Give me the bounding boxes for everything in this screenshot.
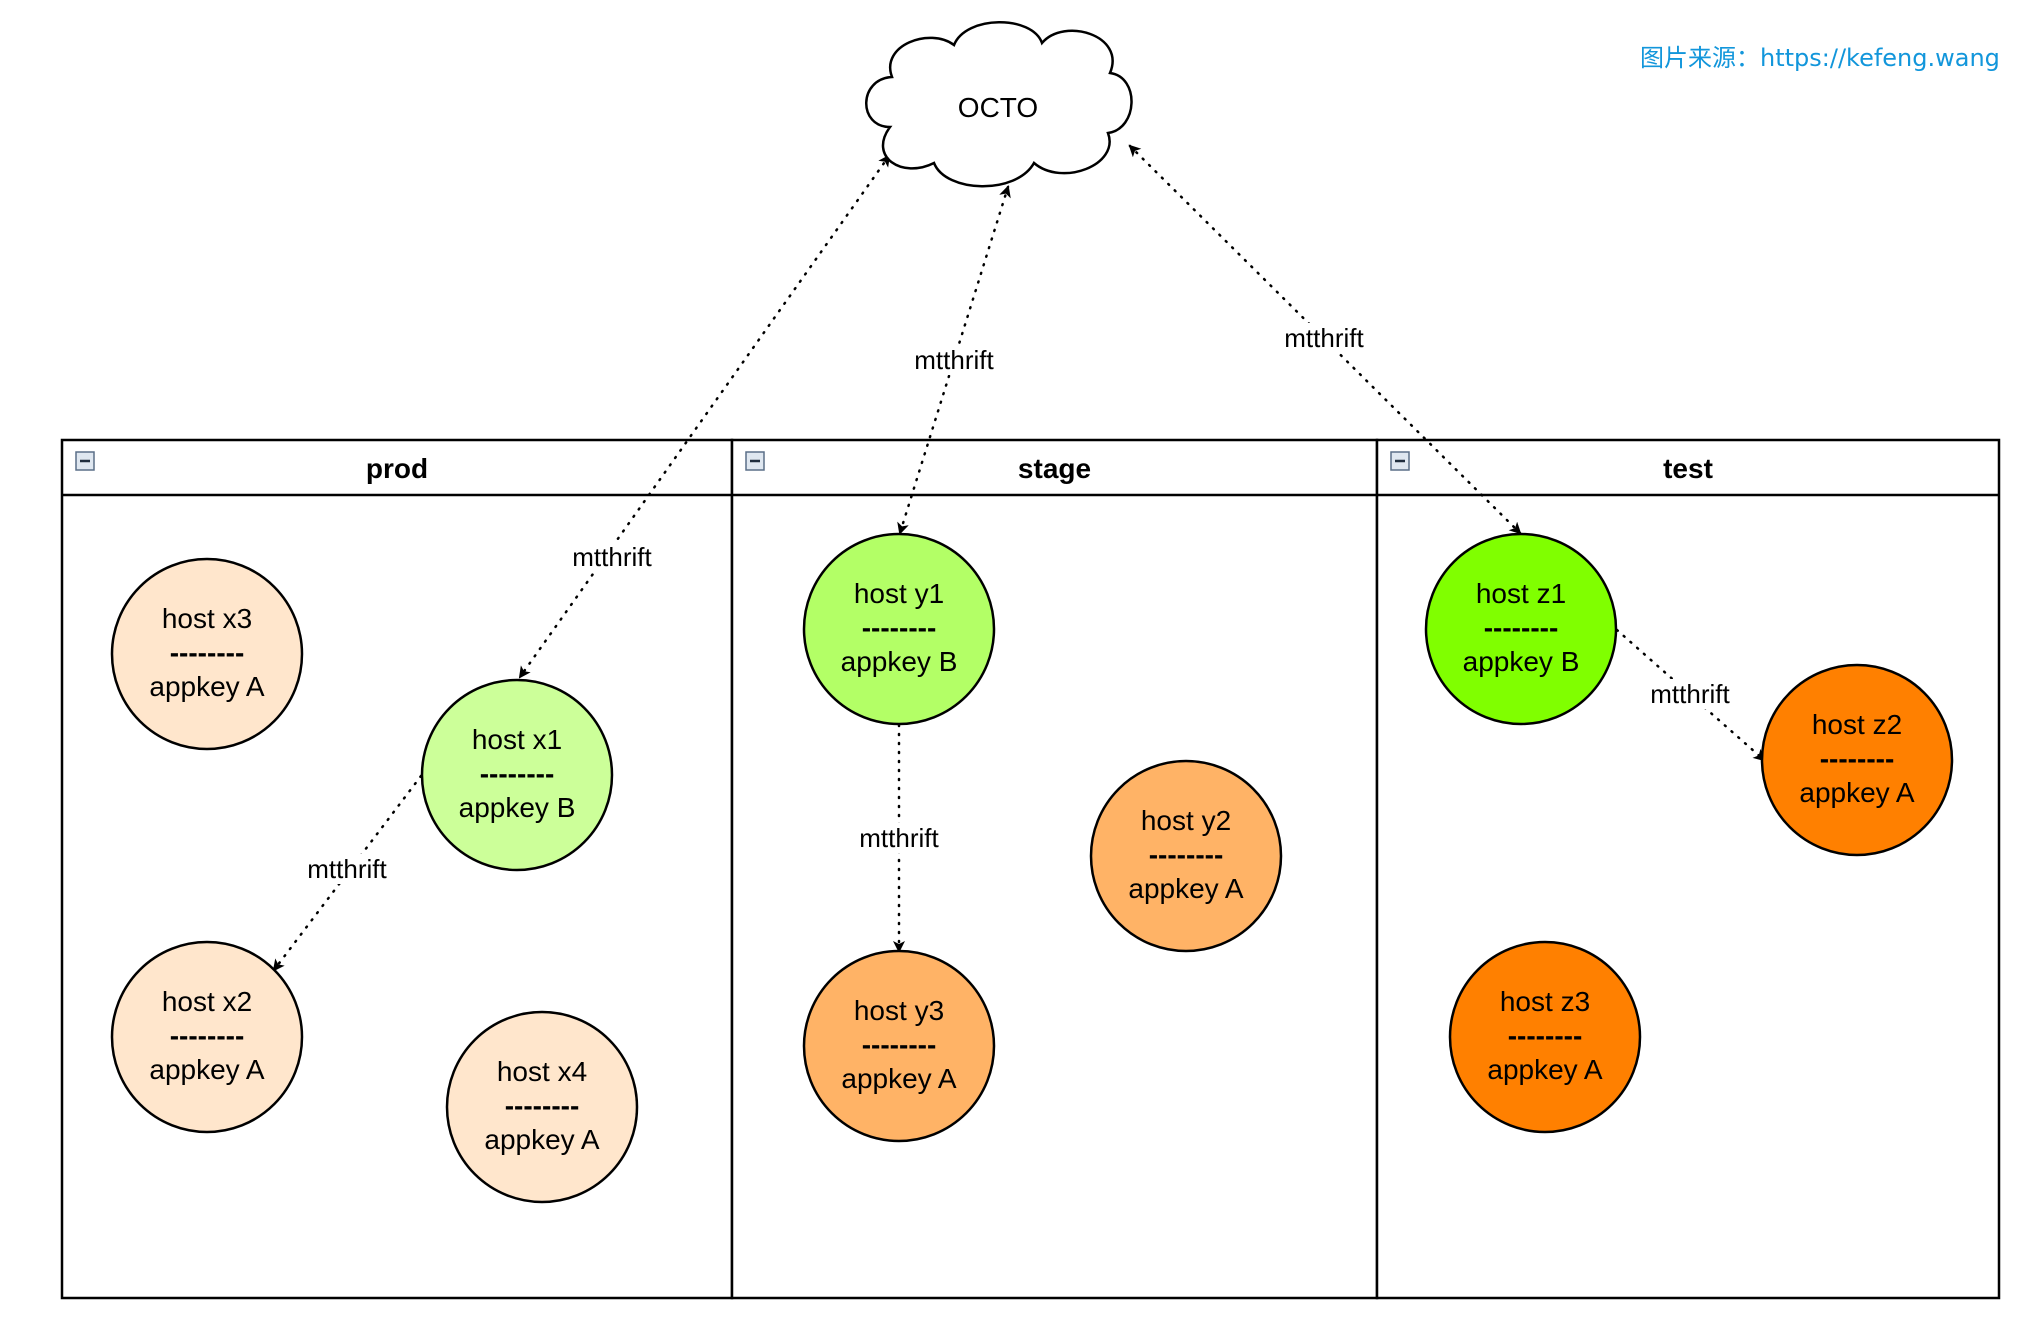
edge-label-z1-z2: mtthrift bbox=[1650, 679, 1730, 709]
edge-label-background bbox=[302, 854, 392, 884]
edge-label-y1-y3: mtthrift bbox=[859, 823, 939, 853]
edge-label-background bbox=[567, 542, 657, 572]
host-separator: -------- bbox=[505, 1090, 580, 1121]
host-circle bbox=[1760, 663, 1954, 857]
host-node-z2: host z2--------appkey A bbox=[1760, 663, 1954, 857]
host-separator: -------- bbox=[480, 758, 555, 789]
edge-label-background bbox=[854, 823, 944, 853]
host-separator: -------- bbox=[862, 1029, 937, 1060]
host-circle bbox=[802, 532, 996, 726]
host-name: host y3 bbox=[854, 995, 944, 1026]
host-circle bbox=[110, 940, 304, 1134]
host-node-y3: host y3--------appkey A bbox=[802, 949, 996, 1143]
host-appkey: appkey A bbox=[484, 1124, 600, 1155]
edge-label-octo-x1: mtthrift bbox=[572, 542, 652, 572]
cloud-label: OCTO bbox=[958, 92, 1038, 123]
host-appkey: appkey A bbox=[1487, 1054, 1603, 1085]
host-separator: -------- bbox=[1484, 612, 1559, 643]
host-separator: -------- bbox=[1820, 743, 1895, 774]
host-appkey: appkey A bbox=[149, 1054, 265, 1085]
host-appkey: appkey B bbox=[841, 646, 958, 677]
host-circle bbox=[110, 557, 304, 751]
host-name: host z1 bbox=[1476, 578, 1566, 609]
host-circle bbox=[445, 1010, 639, 1204]
host-node-x4: host x4--------appkey A bbox=[445, 1010, 639, 1204]
edge-octo-z1 bbox=[1128, 144, 1522, 535]
host-appkey: appkey A bbox=[841, 1063, 957, 1094]
edge-label-background bbox=[1645, 679, 1735, 709]
host-node-y2: host y2--------appkey A bbox=[1089, 759, 1283, 953]
edge-label-octo-z1: mtthrift bbox=[1284, 323, 1364, 353]
host-name: host y1 bbox=[854, 578, 944, 609]
edge-label-x1-x2: mtthrift bbox=[307, 854, 387, 884]
host-name: host x2 bbox=[162, 986, 252, 1017]
host-circle bbox=[420, 678, 614, 872]
host-node-x3: host x3--------appkey A bbox=[110, 557, 304, 751]
edge-label-octo-y1: mtthrift bbox=[914, 345, 994, 375]
host-separator: -------- bbox=[1149, 839, 1224, 870]
host-circle bbox=[1448, 940, 1642, 1134]
swimlane-title: stage bbox=[1018, 453, 1091, 484]
collapse-minus-icon[interactable] bbox=[1390, 451, 1410, 471]
cloud-shape bbox=[865, 21, 1133, 188]
collapse-minus-icon[interactable] bbox=[745, 451, 765, 471]
host-node-x1: host x1--------appkey B bbox=[420, 678, 614, 872]
edge-label-background bbox=[1279, 323, 1369, 353]
swimlane-title: prod bbox=[366, 453, 428, 484]
host-node-y1: host y1--------appkey B bbox=[802, 532, 996, 726]
host-separator: -------- bbox=[170, 637, 245, 668]
host-node-z1: host z1--------appkey B bbox=[1424, 532, 1618, 726]
edge-octo-x1 bbox=[518, 154, 891, 679]
watermark-text: 图片来源：https://kefeng.wang bbox=[1640, 44, 2000, 72]
host-appkey: appkey B bbox=[1463, 646, 1580, 677]
host-appkey: appkey A bbox=[1799, 777, 1915, 808]
host-separator: -------- bbox=[170, 1020, 245, 1051]
host-circle bbox=[1089, 759, 1283, 953]
host-appkey: appkey A bbox=[149, 671, 265, 702]
host-circle bbox=[802, 949, 996, 1143]
host-separator: -------- bbox=[1508, 1020, 1583, 1051]
host-name: host x3 bbox=[162, 603, 252, 634]
host-name: host z2 bbox=[1812, 709, 1902, 740]
swimlane-title: test bbox=[1663, 453, 1713, 484]
edge-label-background bbox=[909, 345, 999, 375]
collapse-minus-icon[interactable] bbox=[75, 451, 95, 471]
host-node-x2: host x2--------appkey A bbox=[110, 940, 304, 1134]
host-appkey: appkey B bbox=[459, 792, 576, 823]
host-circle bbox=[1424, 532, 1618, 726]
host-node-z3: host z3--------appkey A bbox=[1448, 940, 1642, 1134]
host-separator: -------- bbox=[862, 612, 937, 643]
host-name: host x4 bbox=[497, 1056, 587, 1087]
octo-cloud-node: OCTO bbox=[865, 21, 1133, 188]
host-name: host z3 bbox=[1500, 986, 1590, 1017]
host-name: host x1 bbox=[472, 724, 562, 755]
host-name: host y2 bbox=[1141, 805, 1231, 836]
host-appkey: appkey A bbox=[1128, 873, 1244, 904]
